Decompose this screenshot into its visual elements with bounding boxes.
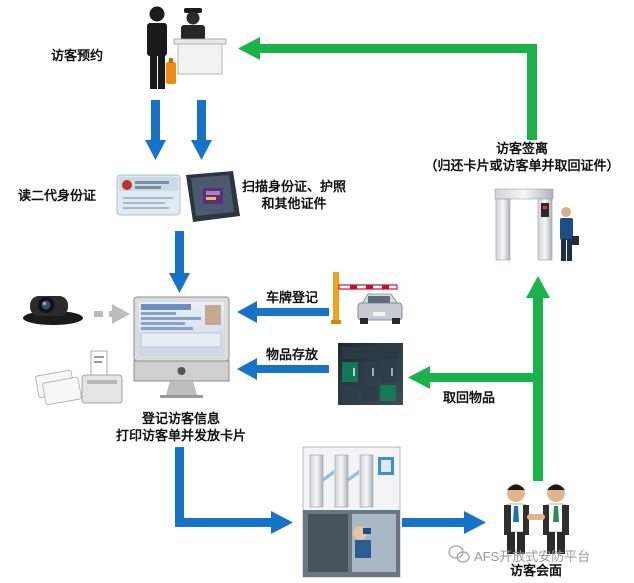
arrow-meeting-to-checkout (526, 276, 550, 481)
card-printer-icon (35, 350, 123, 406)
arrow-turnstile-to-meeting (402, 511, 486, 534)
arrow-checkout-to-reservation (238, 37, 537, 140)
handshake-icon (504, 484, 569, 554)
green-arrows (238, 37, 550, 481)
label-scan-docs: 扫描身份证、护照 和其他证件 (240, 178, 348, 212)
label-retrieve-items: 取回物品 (443, 390, 496, 405)
label-reservation: 访客预约 (51, 48, 104, 63)
label-checkout-line2: （归还卡片或访客单并取回证件） (424, 158, 620, 173)
label-register-line2: 打印访客单并发放卡片 (115, 428, 246, 443)
arrow-reservation-to-scanner (191, 100, 212, 160)
label-checkout: 访客签离 （归还卡片或访客单并取回证件） (414, 140, 630, 174)
label-plate-reg: 车牌登记 (266, 290, 319, 305)
arrow-reservation-to-idcard (145, 100, 166, 160)
arrow-id-to-register (169, 231, 190, 293)
label-read-id: 读二代身份证 (18, 188, 97, 203)
arrow-meeting-to-storage (408, 366, 538, 389)
webcam-icon (23, 296, 83, 325)
locker-icon (338, 343, 403, 405)
passport-scanner-icon (186, 171, 240, 222)
label-scan-docs-line1: 扫描身份证、护照 (241, 179, 346, 194)
label-meeting: 访客会面 (510, 563, 563, 578)
wechat-icon (448, 545, 470, 563)
label-item-storage: 物品存放 (266, 347, 319, 362)
watermark: AFS开放式安防平台 (474, 549, 591, 564)
computer-icon (133, 296, 230, 398)
blue-arrows (145, 100, 486, 534)
label-register: 登记访客信息 打印访客单并发放卡片 (106, 410, 256, 444)
turnstile-icon (302, 446, 401, 578)
label-scan-docs-line2: 和其他证件 (261, 196, 327, 211)
label-register-line1: 登记访客信息 (141, 411, 220, 426)
arrow-plate-to-register (237, 301, 329, 323)
barrier-car-icon (331, 272, 403, 324)
arrow-storage-to-register (237, 358, 329, 380)
arrow-webcam-to-computer (94, 304, 130, 324)
arrow-register-to-turnstile (175, 447, 293, 534)
label-checkout-line1: 访客签离 (495, 141, 548, 156)
id-card-icon (116, 174, 181, 216)
metal-detector-icon (494, 188, 579, 261)
visitor-desk-icon (147, 6, 227, 89)
